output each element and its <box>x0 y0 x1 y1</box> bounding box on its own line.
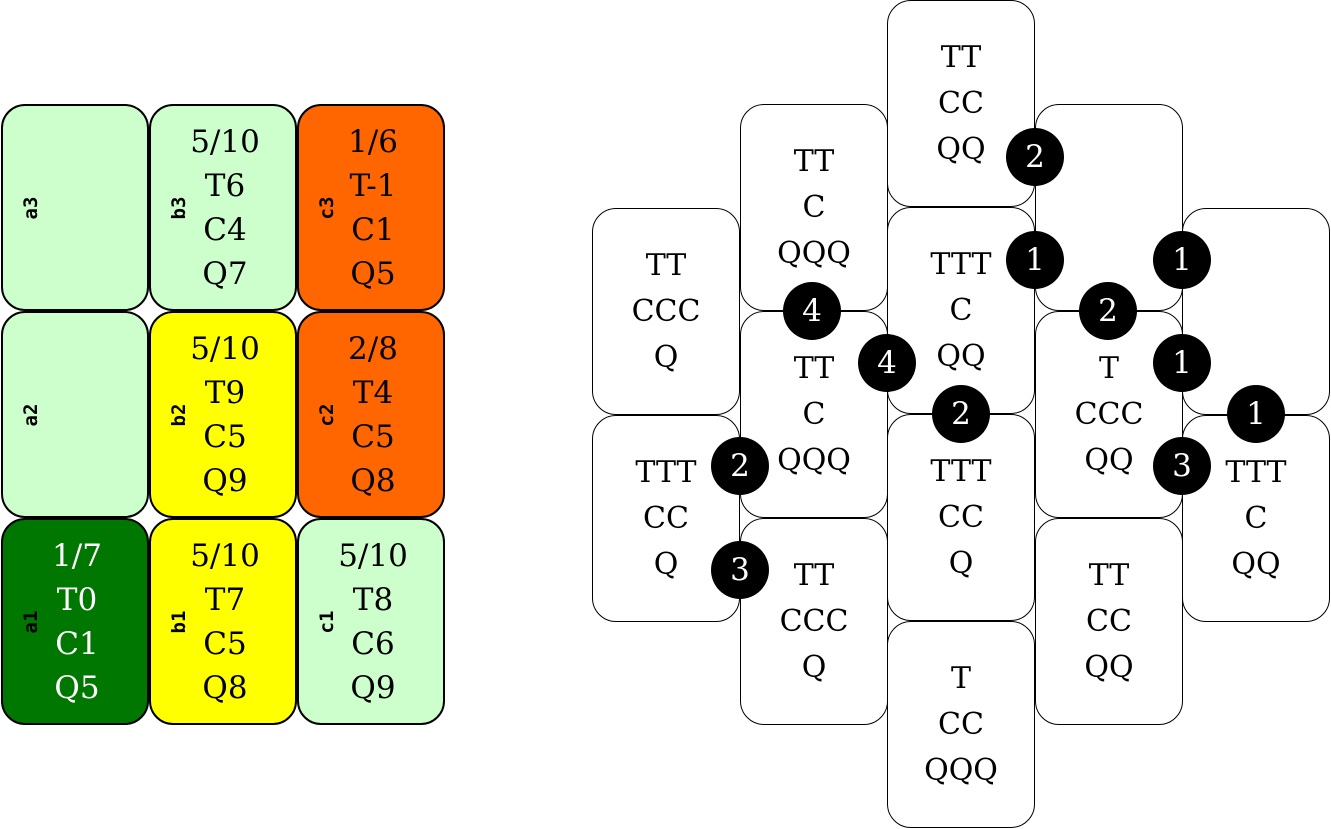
cell-stat-line: 5/10 <box>190 537 260 574</box>
cell-stat-line: T4 <box>352 374 394 411</box>
tile-resource-line: TT <box>645 247 687 283</box>
hex-tile[interactable]: T CC QQQ <box>887 621 1035 828</box>
number-badge[interactable]: 1 <box>1153 334 1211 392</box>
tile-resource-line: Q <box>653 339 679 375</box>
tile-resource-line: TTT <box>1225 454 1287 490</box>
number-badge[interactable]: 1 <box>1153 231 1211 289</box>
cell-stat-line: C1 <box>55 625 99 662</box>
tile-resource-line: C <box>802 396 826 432</box>
hex-tile[interactable]: T CCC QQ <box>1035 311 1183 518</box>
tile-resource-line: CC <box>938 85 984 121</box>
tile-resource-line: TT <box>793 143 835 179</box>
number-badge[interactable]: 2 <box>1006 128 1064 186</box>
tile-resource-line: C <box>949 292 973 328</box>
cell-stat-line: Q9 <box>202 462 248 499</box>
number-badge[interactable]: 4 <box>858 334 916 392</box>
cell-stat-line: C4 <box>203 211 247 248</box>
number-badge[interactable]: 1 <box>1006 231 1064 289</box>
tile-resource-line: QQ <box>936 131 986 167</box>
number-badge[interactable]: 3 <box>1153 437 1211 495</box>
board-cell-a3[interactable]: a3 <box>1 104 149 311</box>
tile-resource-line: CCC <box>631 293 701 329</box>
hex-tile[interactable]: TT CCC Q <box>740 518 888 725</box>
number-badge[interactable]: 4 <box>783 282 841 340</box>
cell-stat-line: Q5 <box>350 255 396 292</box>
cell-stat-line: 1/6 <box>348 123 398 160</box>
cell-label: a3 <box>20 196 42 219</box>
tile-resource-line: Q <box>653 546 679 582</box>
hex-tile[interactable]: TTT C QQ <box>1182 415 1330 622</box>
tile-resource-line: C <box>802 189 826 225</box>
hex-tile[interactable]: TTT CC Q <box>887 414 1035 621</box>
tile-resource-line: T <box>1098 350 1119 386</box>
cell-stat-line: Q8 <box>350 462 396 499</box>
tile-resource-line: QQQ <box>777 442 851 478</box>
cell-label: a2 <box>20 403 42 426</box>
number-badge[interactable]: 2 <box>711 437 769 495</box>
hex-tile[interactable]: TTT C QQ <box>887 207 1035 414</box>
number-badge[interactable]: 2 <box>1079 282 1137 340</box>
cell-stat-line: Q5 <box>54 669 100 706</box>
hex-tile[interactable] <box>1182 208 1330 415</box>
number-badge[interactable]: 2 <box>932 385 990 443</box>
board-cell-a2[interactable]: a2 <box>1 311 149 518</box>
tile-resource-line: T <box>950 660 971 696</box>
cell-stat-line: C1 <box>351 211 395 248</box>
cell-stat-line: T9 <box>204 374 246 411</box>
tile-resource-line: QQ <box>1084 649 1134 685</box>
cell-stat-line: 5/10 <box>190 330 260 367</box>
tile-resource-line: CC <box>938 499 984 535</box>
cell-stat-line: C6 <box>351 625 395 662</box>
tile-resource-line: TTT <box>930 246 992 282</box>
cell-stat-line: Q8 <box>202 669 248 706</box>
tile-resource-line: QQQ <box>924 752 998 788</box>
tile-resource-line: TTT <box>635 454 697 490</box>
cell-stat-line: C5 <box>203 418 247 455</box>
tile-resource-line: QQ <box>1231 546 1281 582</box>
tile-resource-line: CC <box>643 500 689 536</box>
tile-resource-line: QQ <box>1084 442 1134 478</box>
tile-resource-line: TTT <box>930 453 992 489</box>
number-badge[interactable]: 3 <box>711 541 769 599</box>
cell-stat-line: Q9 <box>350 669 396 706</box>
hex-tile[interactable]: TT CC QQ <box>1035 518 1183 725</box>
cell-stat-line: 5/10 <box>338 537 408 574</box>
cell-stat-line: T6 <box>204 167 246 204</box>
hex-tile[interactable]: TT C QQQ <box>740 104 888 311</box>
tile-resource-line: QQ <box>936 338 986 374</box>
cell-stat-line: 1/7 <box>52 537 102 574</box>
cell-stat-line: C5 <box>351 418 395 455</box>
tile-resource-line: TT <box>1088 557 1130 593</box>
cell-stat-line: 5/10 <box>190 123 260 160</box>
tile-resource-line: Q <box>948 545 974 581</box>
tile-resource-line: Q <box>801 649 827 685</box>
tile-resource-line: C <box>1244 500 1268 536</box>
tile-resource-line: CC <box>1086 603 1132 639</box>
tile-resource-line: TT <box>793 350 835 386</box>
cell-stat-line: C5 <box>203 625 247 662</box>
tile-resource-line: CC <box>938 706 984 742</box>
tile-resource-line: CCC <box>1074 396 1144 432</box>
cell-stat-line: T7 <box>204 581 246 618</box>
tile-resource-line: QQQ <box>777 235 851 271</box>
cell-stat-line: Q7 <box>202 255 248 292</box>
cell-stat-line: T8 <box>352 581 394 618</box>
tile-resource-line: CCC <box>779 603 849 639</box>
cell-stat-line: T0 <box>56 581 98 618</box>
cell-stat-line: T-1 <box>349 167 397 204</box>
number-badge[interactable]: 1 <box>1227 385 1285 443</box>
hex-tile[interactable]: TT CCC Q <box>592 208 740 415</box>
cell-stat-line: 2/8 <box>348 330 398 367</box>
tile-resource-line: TT <box>793 557 835 593</box>
tile-resource-line: TT <box>940 39 982 75</box>
